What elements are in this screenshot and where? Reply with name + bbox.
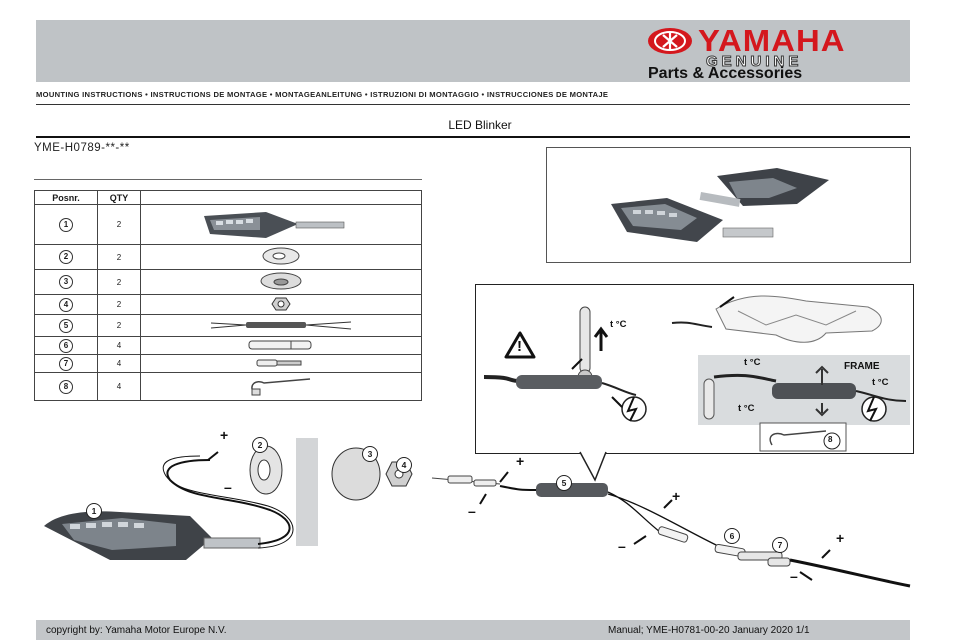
detail-illustration bbox=[483, 295, 910, 452]
part-illustration bbox=[140, 294, 422, 315]
table-header-row: Posnr. QTY bbox=[34, 190, 422, 205]
part-illustration bbox=[140, 204, 422, 245]
part-illustration bbox=[140, 269, 422, 295]
part-illustration bbox=[140, 372, 422, 401]
temperature-label: t °C bbox=[872, 377, 889, 388]
part-number: YME-H0789-**-** bbox=[34, 142, 130, 154]
quantity: 2 bbox=[97, 244, 141, 270]
minus-marker: – bbox=[618, 538, 626, 554]
cable-tie-icon bbox=[251, 377, 311, 395]
divider bbox=[36, 104, 910, 105]
plus-marker: + bbox=[836, 530, 845, 546]
yamaha-logo: YAMAHA GENUINE Parts & Accessories bbox=[640, 23, 902, 82]
parts-table: Posnr. QTY 1 2 2 2 3 2 bbox=[34, 190, 422, 401]
pos-header: Posnr. bbox=[34, 190, 98, 205]
wiring-diagram bbox=[44, 438, 911, 588]
table-row: 1 2 bbox=[34, 204, 422, 245]
callout-1: 1 bbox=[86, 503, 102, 519]
resistor-harness-icon bbox=[210, 321, 352, 329]
plus-marker: + bbox=[516, 453, 525, 469]
frame-label: FRAME bbox=[844, 361, 880, 372]
callout-2: 2 bbox=[252, 437, 268, 453]
footer-band bbox=[36, 620, 910, 640]
minus-marker: – bbox=[224, 479, 232, 495]
copyright-text: copyright by: Yamaha Motor Europe N.V. bbox=[46, 625, 227, 636]
nut-icon bbox=[271, 297, 291, 310]
temperature-label: t °C bbox=[610, 319, 627, 330]
temperature-label: t °C bbox=[744, 357, 761, 368]
table-row: 8 4 bbox=[34, 372, 422, 401]
callout-4: 4 bbox=[396, 457, 412, 473]
connector-icon bbox=[256, 359, 302, 366]
quantity: 2 bbox=[97, 269, 141, 295]
callout-5: 5 bbox=[556, 475, 572, 491]
rubber-spacer-icon bbox=[260, 272, 302, 290]
brand-name: YAMAHA bbox=[698, 23, 846, 58]
title-divider bbox=[36, 136, 910, 138]
quantity: 2 bbox=[97, 314, 141, 337]
position-number: 4 bbox=[59, 297, 73, 312]
callout-3: 3 bbox=[362, 446, 378, 462]
warning-icon: ! bbox=[517, 338, 522, 355]
rubber-washer-icon bbox=[262, 247, 300, 265]
position-number: 3 bbox=[59, 275, 73, 289]
table-row: 5 2 bbox=[34, 314, 422, 337]
quantity: 4 bbox=[97, 354, 141, 373]
plus-marker: + bbox=[220, 427, 229, 443]
position-number: 2 bbox=[59, 250, 73, 264]
quantity: 4 bbox=[97, 336, 141, 355]
led-blinker-icon bbox=[204, 211, 345, 238]
position-number: 8 bbox=[59, 379, 73, 394]
part-illustration bbox=[140, 244, 422, 270]
part-illustration bbox=[140, 354, 422, 373]
instructions-line: MOUNTING INSTRUCTIONS • INSTRUCTIONS DE … bbox=[36, 90, 609, 99]
connector-sleeve-icon bbox=[248, 340, 312, 349]
header-band bbox=[36, 20, 910, 82]
plus-marker: + bbox=[672, 488, 681, 504]
position-number: 7 bbox=[59, 356, 73, 371]
temperature-label: t °C bbox=[738, 403, 755, 414]
qty-header: QTY bbox=[97, 190, 141, 205]
quantity: 4 bbox=[97, 372, 141, 401]
blinker-pair-photo bbox=[611, 168, 829, 242]
position-number: 5 bbox=[59, 318, 73, 333]
product-photo bbox=[546, 147, 911, 263]
table-row: 3 2 bbox=[34, 269, 422, 295]
callout-8: 8 bbox=[828, 435, 833, 444]
minus-marker: – bbox=[468, 503, 476, 519]
quantity: 2 bbox=[97, 294, 141, 315]
callout-6: 6 bbox=[724, 528, 740, 544]
part-illustration bbox=[140, 336, 422, 355]
parts-accessories-label: Parts & Accessories bbox=[648, 65, 803, 82]
table-row: 4 2 bbox=[34, 294, 422, 315]
minus-marker: – bbox=[790, 568, 798, 584]
manual-reference: Manual; YME-H0781-00-20 January 2020 1/1 bbox=[608, 625, 810, 636]
genuine-label: GENUINE bbox=[705, 53, 803, 71]
callout-7: 7 bbox=[772, 537, 788, 553]
quantity: 2 bbox=[97, 204, 141, 245]
position-number: 1 bbox=[59, 217, 73, 232]
installation-detail-box: ! t °C t °C t °C t °C FRAME 8 bbox=[475, 284, 914, 454]
table-row: 6 4 bbox=[34, 336, 422, 355]
tuning-fork-emblem-icon bbox=[648, 28, 692, 54]
document-title: LED Blinker bbox=[448, 118, 512, 132]
table-top-rule bbox=[34, 179, 422, 180]
position-number: 6 bbox=[59, 338, 73, 353]
table-row: 2 2 bbox=[34, 244, 422, 270]
part-header bbox=[140, 190, 422, 205]
part-illustration bbox=[140, 314, 422, 337]
table-row: 7 4 bbox=[34, 354, 422, 373]
